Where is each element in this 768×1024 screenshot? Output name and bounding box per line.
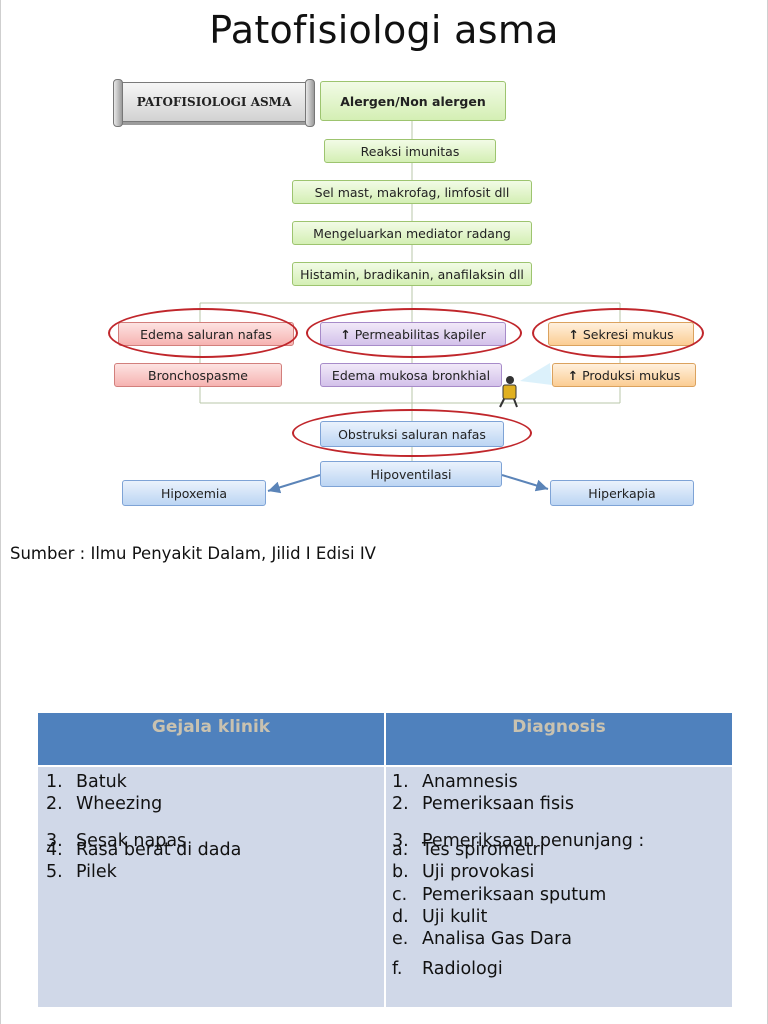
list-item: 2.Wheezing <box>46 794 163 814</box>
node-histamin: Histamin, bradikanin, anafilaksin dll <box>292 262 532 286</box>
highlight-ellipse <box>108 308 298 358</box>
table-cell-gejala: 1.Batuk 2.Wheezing 3.Sesak napas 4.Rasa … <box>38 767 384 1007</box>
node-mediator: Mengeluarkan mediator radang <box>292 221 532 245</box>
node-produksi-label: Produksi mukus <box>582 367 681 383</box>
node-bronchospasme: Bronchospasme <box>114 363 282 387</box>
table-header-gejala: Gejala klinik <box>38 713 384 765</box>
up-arrow-icon: ↑ <box>567 367 579 383</box>
list-item: 4.Rasa berat di dada <box>46 840 242 860</box>
slide-border-left <box>0 0 1 1024</box>
list-item: 2.Pemeriksaan fisis <box>392 794 575 814</box>
list-item: b.Uji provokasi <box>392 862 535 882</box>
list-item: d.Uji kulit <box>392 907 488 927</box>
list-item: c.Pemeriksaan sputum <box>392 885 607 905</box>
table-header-diagnosis: Diagnosis <box>386 713 732 765</box>
node-hiperkapia: Hiperkapia <box>550 480 694 506</box>
list-item: 1.Batuk <box>46 772 127 792</box>
list-item: 3.Sesak napas <box>46 831 187 851</box>
list-item: f.Radiologi <box>392 959 503 979</box>
pathophysiology-diagram: PATOFISIOLOGI ASMA Alergen/Non alergen R… <box>100 75 710 515</box>
highlight-ellipse <box>306 308 522 358</box>
slide-title: Patofisiologi asma <box>209 8 559 52</box>
table-cell-diagnosis: 1.Anamnesis 2.Pemeriksaan fisis 3.Pemeri… <box>386 767 732 1007</box>
node-hipoxemia: Hipoxemia <box>122 480 266 506</box>
diagram-scroll-label: PATOFISIOLOGI ASMA <box>113 79 315 127</box>
source-citation: Sumber : Ilmu Penyakit Dalam, Jilid I Ed… <box>10 544 376 563</box>
list-item: a.Tes spirometri <box>392 840 545 860</box>
highlight-ellipse <box>292 409 532 457</box>
node-hipoventilasi: Hipoventilasi <box>320 461 502 487</box>
diagram-connectors <box>199 117 621 494</box>
node-produksi: ↑ Produksi mukus <box>552 363 696 387</box>
node-sel-mast: Sel mast, makrofag, limfosit dll <box>292 180 532 204</box>
list-item: e.Analisa Gas Dara <box>392 929 572 949</box>
node-reaksi-imunitas: Reaksi imunitas <box>324 139 496 163</box>
node-allergen: Alergen/Non alergen <box>320 81 506 121</box>
symptoms-diagnosis-table: Gejala klinik Diagnosis 1.Batuk 2.Wheezi… <box>38 713 732 1007</box>
highlight-ellipse <box>532 308 704 358</box>
list-item: 1.Anamnesis <box>392 772 518 792</box>
list-item: 5.Pilek <box>46 862 117 882</box>
node-edema-mukosa: Edema mukosa bronkhial <box>320 363 502 387</box>
list-item: 3.Pemeriksaan penunjang : <box>392 831 645 851</box>
